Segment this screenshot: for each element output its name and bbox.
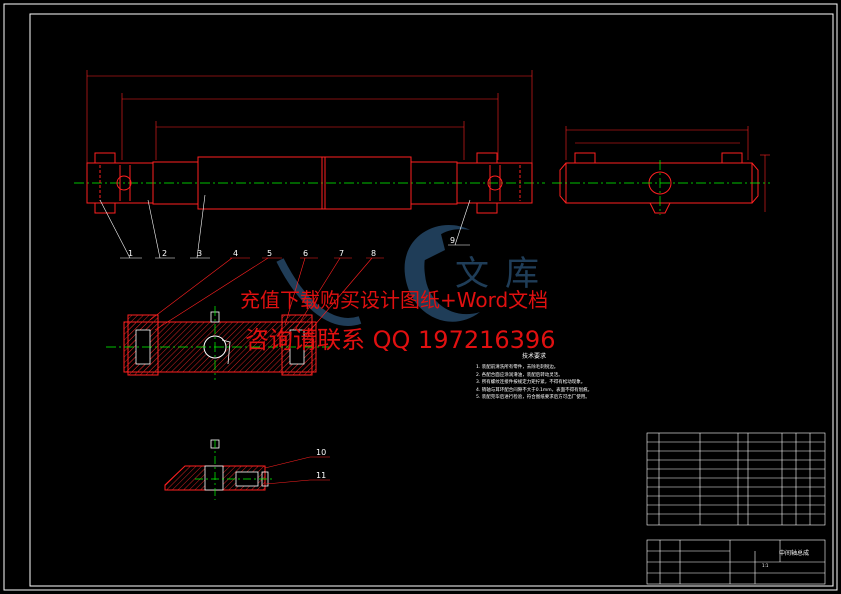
- svg-text:6: 6: [303, 249, 308, 258]
- drawing-scale: 1:1: [762, 563, 769, 568]
- section-leaders: [149, 257, 384, 341]
- tech-requirement-line: 3. 所有螺纹连接件按规定力矩拧紧，不得有松动现象。: [476, 380, 586, 386]
- side-view: [559, 126, 770, 214]
- svg-text:3: 3: [197, 249, 202, 258]
- parts-list: [646, 432, 826, 526]
- svg-text:2: 2: [162, 249, 167, 258]
- tech-requirement-line: 1. 装配前清洗所有零件，去除毛刺锐边。: [476, 365, 559, 370]
- title-block: [646, 539, 826, 585]
- detail-leaders: [264, 456, 330, 485]
- section-callout-labels: 4 5 6 7 8: [233, 249, 376, 258]
- svg-text:11: 11: [316, 471, 326, 480]
- watermark-logo: 文 库: [276, 225, 539, 326]
- main-dimensions: [86, 70, 533, 165]
- drawing-title: 中间轴总成: [779, 550, 810, 557]
- svg-text:10: 10: [316, 448, 326, 457]
- main-leaders: [99, 194, 471, 259]
- right-yoke: [456, 152, 533, 214]
- svg-text:9: 9: [450, 236, 455, 245]
- detail-view: [164, 439, 269, 491]
- tech-requirement-line: 2. 各配合面应涂润滑油，装配后转动灵活。: [476, 372, 563, 378]
- tech-requirements-title: 技术要求: [522, 353, 547, 360]
- sheet-border-outer: [3, 3, 838, 591]
- svg-text:4: 4: [233, 249, 238, 258]
- watermark-line-1: 充值下载购买设计图纸+Word文档: [240, 288, 549, 312]
- svg-text:5: 5: [267, 249, 272, 258]
- main-callout-labels: 1 2 3 9: [128, 236, 455, 258]
- tech-requirement-line: 5. 装配完毕后进行检验，符合图纸要求后方可出厂使用。: [476, 395, 590, 401]
- svg-text:8: 8: [371, 249, 376, 258]
- svg-text:文: 文: [455, 254, 489, 294]
- svg-text:库: 库: [505, 254, 539, 294]
- shaft-body: [152, 156, 458, 210]
- tech-requirements-list: 1. 装配前清洗所有零件，去除毛刺锐边。 2. 各配合面应涂润滑油，装配后转动灵…: [476, 364, 592, 402]
- watermark-line-2: 咨询请联系 QQ 197216396: [245, 326, 556, 354]
- svg-text:7: 7: [339, 249, 344, 258]
- svg-text:1: 1: [128, 249, 133, 258]
- sheet-border-inner: [29, 13, 834, 587]
- tech-requirement-line: 4. 销轴与耳环配合间隙不大于0.1mm，表面不得有划痕。: [476, 387, 593, 393]
- detail-callout-labels: 10 11: [316, 448, 326, 480]
